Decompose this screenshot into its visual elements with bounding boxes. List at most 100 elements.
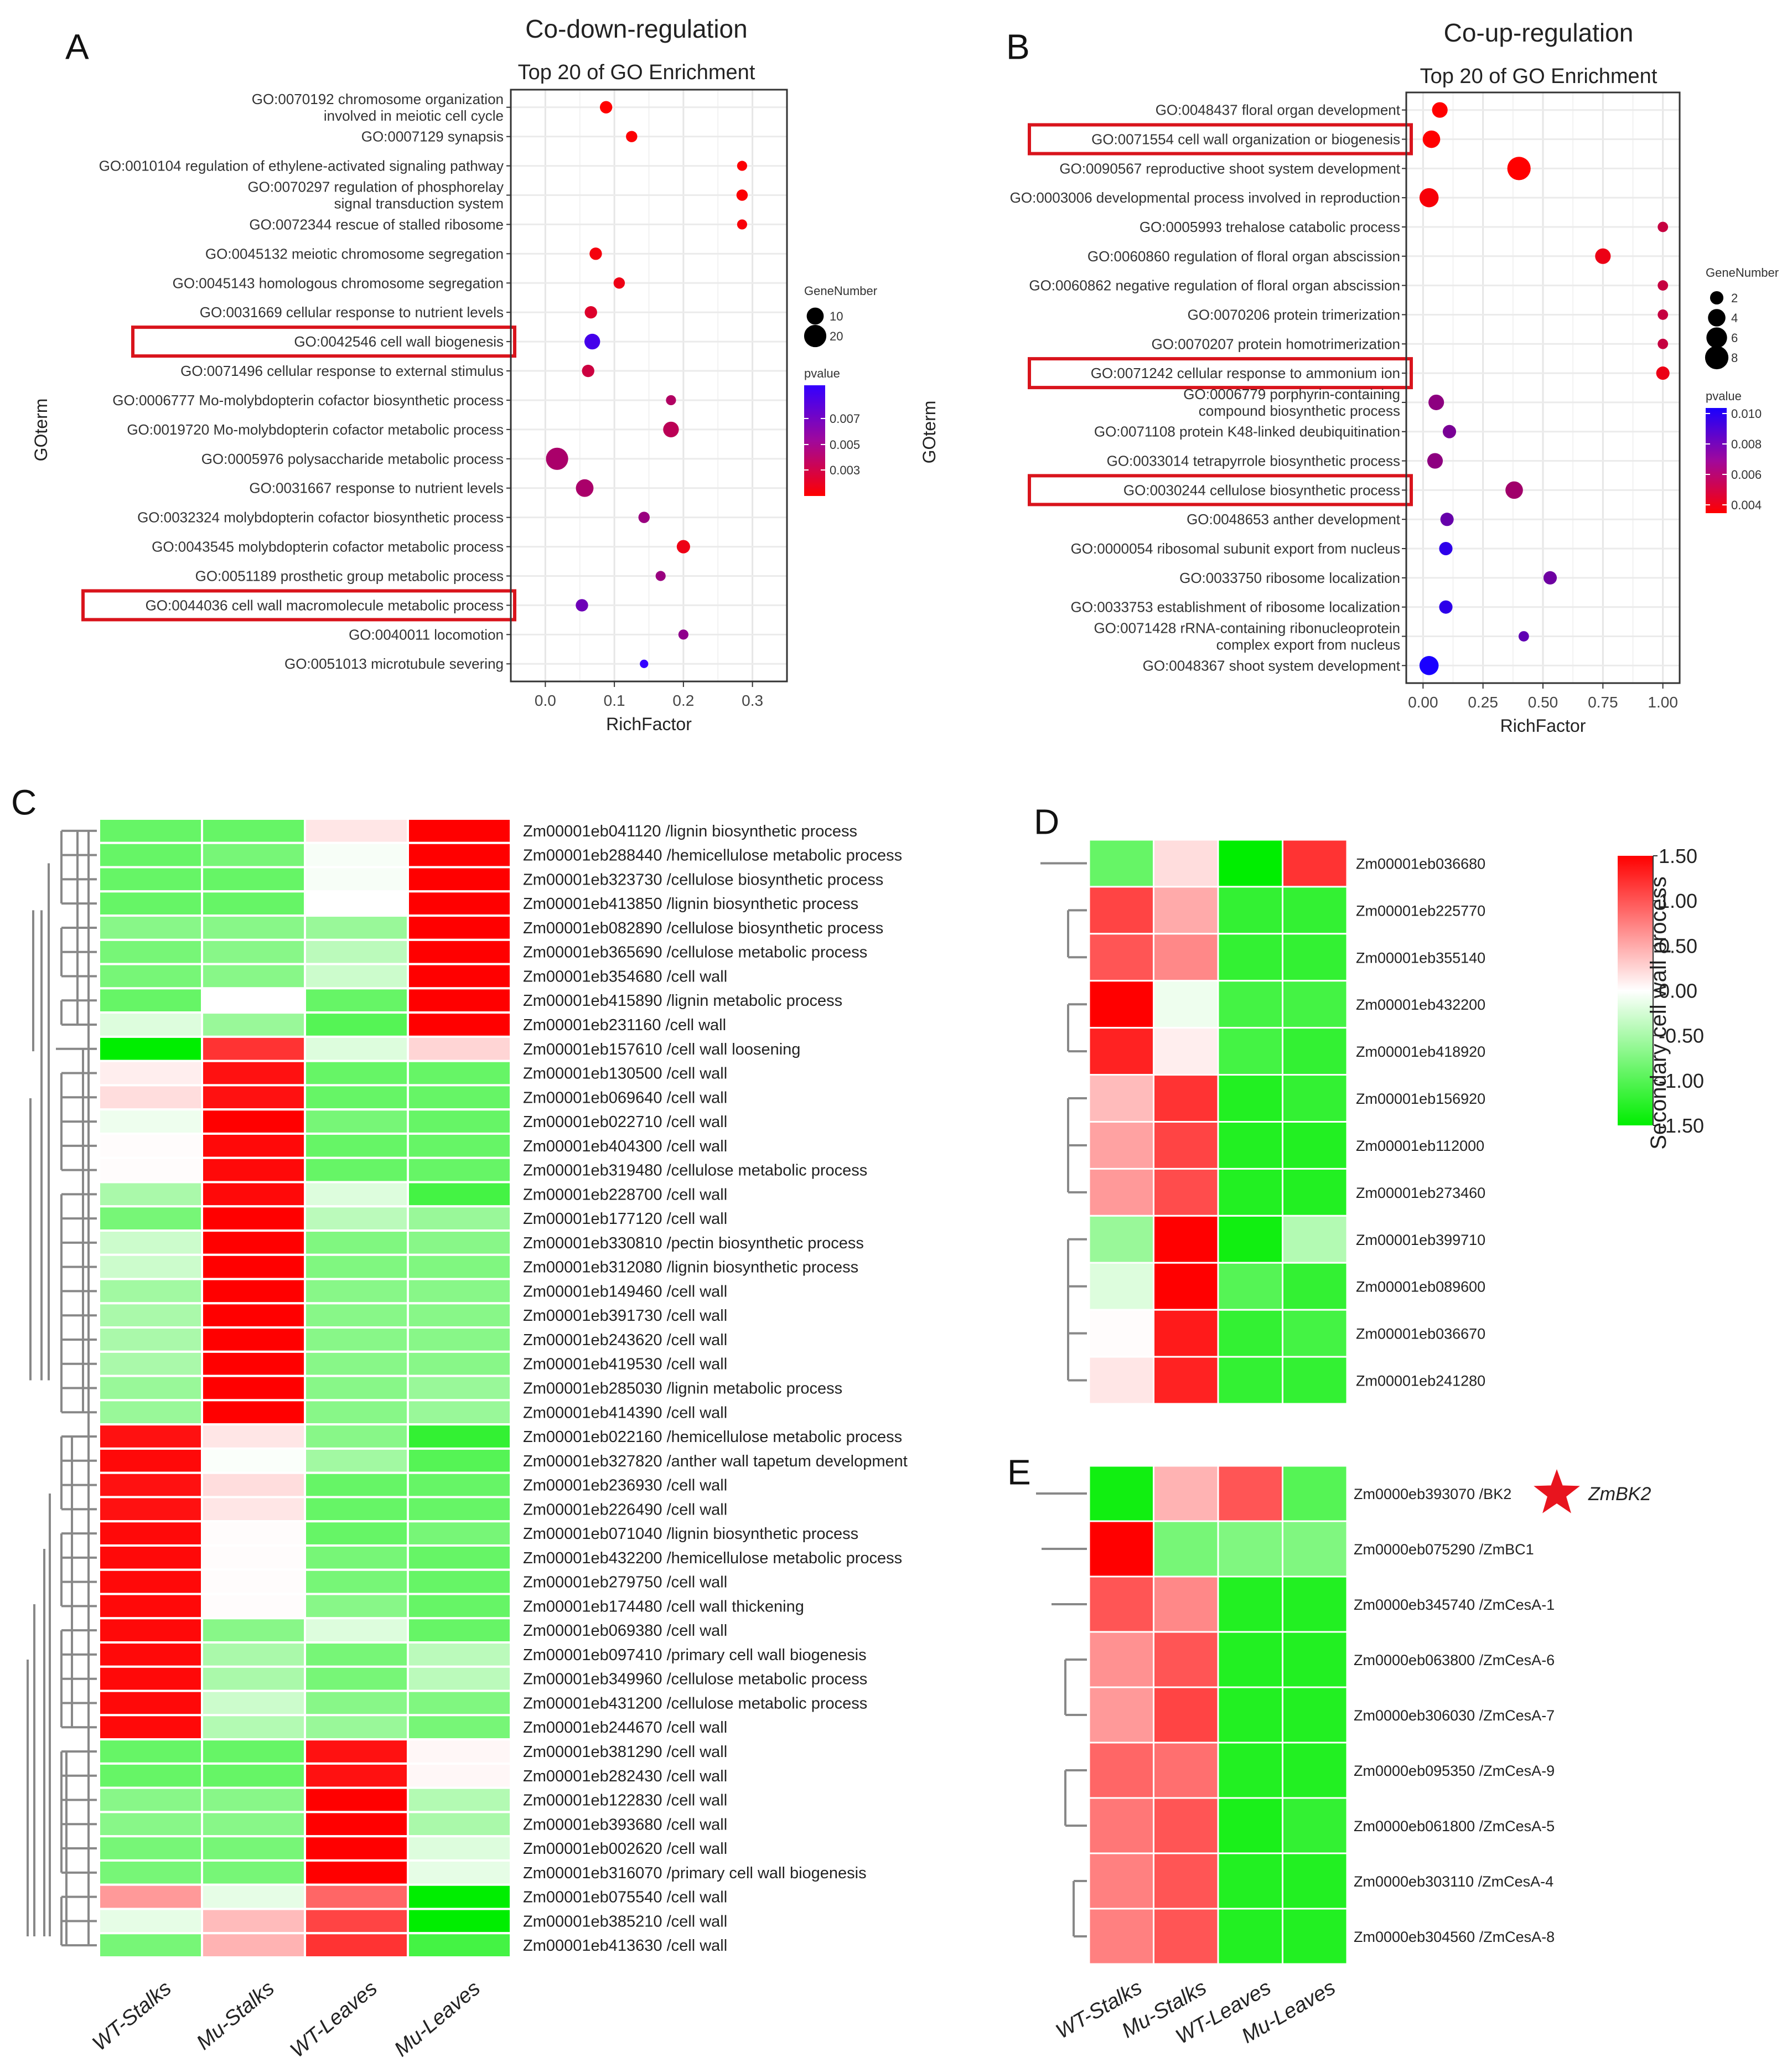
heatmap-cell — [201, 1859, 306, 1886]
heatmap-cell — [304, 1132, 409, 1159]
row-label: Zm00001eb244670 /cell wall — [523, 1719, 727, 1737]
heatmap-row: Zm00001eb330810 /pectin biosynthetic pro… — [98, 1229, 864, 1256]
heatmap-cell — [1088, 1575, 1154, 1633]
size-legend-dot — [804, 324, 827, 348]
heatmap-cell — [98, 1883, 203, 1910]
heatmap-cell — [407, 1205, 512, 1232]
data-point — [1432, 102, 1448, 118]
data-point — [1442, 425, 1457, 438]
row-label: Zm0000eb304560 /ZmCesA-8 — [1354, 1929, 1555, 1945]
heatmap-cell — [201, 1350, 306, 1377]
row-label: Zm00001eb385210 /cell wall — [523, 1913, 727, 1930]
row-label: Zm00001eb415890 /lignin metabolic proces… — [523, 992, 842, 1010]
data-point — [1427, 453, 1443, 469]
go-term-text: GO:0071428 rRNA-containing ribonucleopro… — [1094, 619, 1400, 636]
heatmap-cell — [98, 987, 203, 1014]
heatmap-row: Zm00001eb241280 — [1088, 1356, 1485, 1405]
heatmap-cell — [201, 1447, 306, 1474]
heatmap-row: Zm00001eb327820 /anther wall tapetum dev… — [98, 1447, 908, 1474]
heatmap-cell — [304, 1811, 409, 1838]
heatmap-row: Zm00001eb156920 — [1088, 1074, 1485, 1123]
heatmap-cell — [1217, 1631, 1283, 1688]
row-dendrogram — [27, 1492, 1087, 1937]
row-label: Zm00001eb419530 /cell wall — [523, 1356, 727, 1373]
row-label: Zm00001eb149460 /cell wall — [523, 1283, 727, 1300]
heatmap-row: Zm00001eb323730 /cellulose biosynthetic … — [98, 866, 883, 893]
heatmap-row: Zm00001eb036670 — [1088, 1309, 1485, 1358]
column-label: WT-Leaves — [286, 1977, 382, 2063]
heatmap-cell — [201, 1108, 306, 1135]
data-point — [676, 540, 690, 554]
data-point — [1518, 631, 1529, 642]
heatmap-cell — [98, 914, 203, 941]
heatmap-row: Zm00001eb312080 /lignin biosynthetic pro… — [98, 1253, 858, 1280]
row-label: Zm00001eb002620 /cell wall — [523, 1840, 727, 1858]
heatmap-cell — [304, 1302, 409, 1329]
heatmap-cell — [407, 1229, 512, 1256]
heatmap-row: Zm00001eb404300 /cell wall — [98, 1132, 727, 1159]
heatmap-cell — [98, 1253, 203, 1280]
row-label: Zm00001eb418920 — [1356, 1043, 1485, 1060]
panel-letter-d: D — [1034, 802, 1059, 841]
heatmap-cell — [1153, 1027, 1219, 1076]
heatmap-cell — [1088, 1356, 1154, 1405]
go-term-label: GO:0000054 ribosomal subunit export from… — [1071, 540, 1400, 557]
row-label: Zm00001eb174480 /cell wall thickening — [523, 1598, 804, 1615]
heatmap-cell — [407, 1399, 512, 1426]
heatmap-cell — [201, 1665, 306, 1692]
heatmap-row: Zm0000eb075290 /ZmBC1 — [1088, 1520, 1534, 1578]
data-point — [655, 571, 666, 581]
row-label: Zm00001eb089600 — [1356, 1279, 1485, 1295]
go-term-text: GO:0072344 rescue of stalled ribosome — [249, 216, 504, 232]
size-legend-dot — [806, 307, 824, 325]
heatmap-row: Zm00001eb319480 /cellulose metabolic pro… — [98, 1156, 867, 1184]
heatmap-cell — [304, 1641, 409, 1668]
panel-letter-b: B — [1006, 27, 1030, 66]
heatmap-cell — [1153, 1262, 1219, 1311]
heatmap-cell — [1282, 839, 1348, 888]
row-label: Zm00001eb082890 /cellulose biosynthetic … — [523, 919, 883, 937]
row-label: Zm00001eb130500 /cell wall — [523, 1065, 727, 1083]
row-label: Zm00001eb112000 — [1356, 1138, 1484, 1154]
y-axis-title: GOterm — [31, 399, 51, 462]
heatmap-row: Zm00001eb316070 /primary cell wall bioge… — [98, 1859, 867, 1886]
heatmap-cell — [1088, 839, 1154, 888]
heatmap-cell — [407, 1689, 512, 1717]
go-term-label: GO:0048653 anther development — [1187, 511, 1401, 528]
heatmap-row: Zm00001eb071040 /lignin biosynthetic pro… — [98, 1520, 858, 1547]
heatmap-cell — [407, 963, 512, 990]
data-point — [584, 333, 600, 350]
go-term-label: GO:0071496 cellular response to external… — [180, 363, 504, 379]
go-term-label: GO:0007129 synapsis — [361, 128, 504, 145]
data-point — [1543, 571, 1557, 585]
go-term-text: GO:0042546 cell wall biogenesis — [294, 333, 504, 350]
go-term-label: GO:0045132 meiotic chromosome segregatio… — [205, 245, 504, 262]
heatmap-cell — [1217, 1309, 1283, 1358]
heatmap-cell — [201, 1011, 306, 1038]
x-tick-label: 0.50 — [1528, 694, 1558, 711]
go-term-label: GO:0051013 microtubule severing — [284, 655, 504, 672]
go-term-text: GO:0007129 synapsis — [361, 128, 504, 145]
heatmap-cell — [304, 1544, 409, 1571]
heatmap-cell — [407, 914, 512, 941]
heatmap-cell — [98, 1278, 203, 1305]
heatmap-cell — [1088, 1074, 1154, 1123]
data-point — [1505, 481, 1523, 499]
go-term-text: GO:0070297 regulation of phosphorelay — [247, 179, 504, 195]
heatmap-cell — [1217, 886, 1283, 935]
heatmap-row: Zm00001eb130500 /cell wall — [98, 1060, 727, 1087]
heatmap-cell — [407, 1617, 512, 1644]
heatmap-cell — [304, 1617, 409, 1644]
heatmap-cell — [304, 1181, 409, 1208]
go-term-label: GO:0072344 rescue of stalled ribosome — [249, 216, 504, 232]
heatmap-cell — [201, 866, 306, 893]
heatmap-cell — [1217, 1852, 1283, 1910]
heatmap-cell — [407, 1447, 512, 1474]
heatmap-cell — [1153, 933, 1219, 982]
row-label: Zm00001eb279750 /cell wall — [523, 1574, 727, 1591]
go-term-text: GO:0033014 tetrapyrrole biosynthetic pro… — [1107, 453, 1400, 469]
go-term-text: GO:0070206 protein trimerization — [1188, 306, 1400, 323]
go-term-text: GO:0010104 regulation of ethylene-activa… — [99, 158, 504, 174]
heatmap-cell — [304, 1835, 409, 1862]
heatmap-row: Zm0000eb061800 /ZmCesA-5 — [1088, 1797, 1555, 1854]
